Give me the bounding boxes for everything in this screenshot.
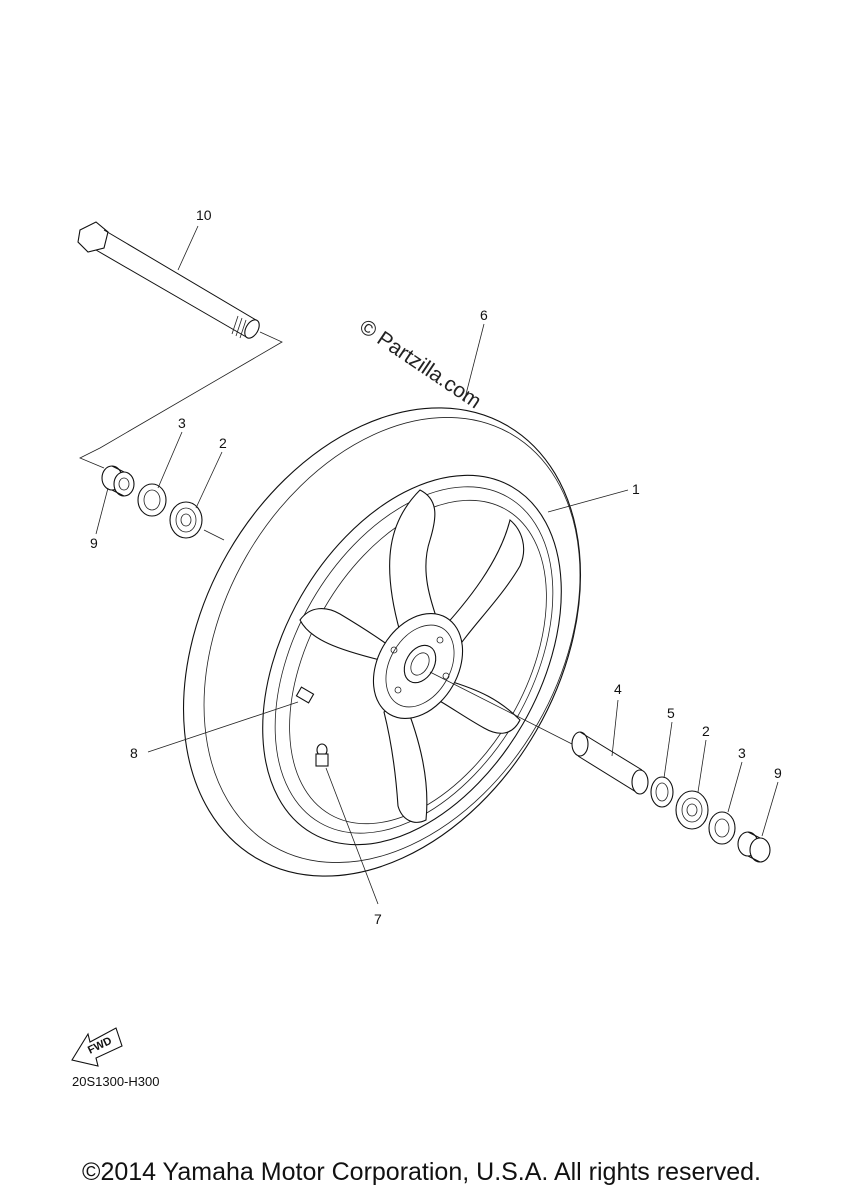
alignment-line: [79, 331, 283, 469]
leader-6: [463, 323, 485, 403]
axis-line-left: [203, 529, 225, 541]
leader-9-right: [761, 781, 779, 837]
axis-line-right: [429, 671, 573, 745]
callout-4: 4: [614, 681, 622, 697]
bearing-left: [169, 501, 203, 539]
callout-2-left: 2: [219, 435, 227, 451]
collar-right: [737, 831, 771, 863]
callout-3-right: 3: [738, 745, 746, 761]
leader-3-left: [157, 431, 183, 489]
oil-seal-right: [650, 776, 674, 808]
axle-shaft: [77, 221, 260, 339]
callout-7: 7: [374, 911, 382, 927]
oil-seal-left: [137, 483, 167, 517]
wheel-spokes: [299, 489, 525, 823]
leader-2-right: [697, 739, 707, 793]
spacer: [571, 731, 649, 795]
callout-1: 1: [632, 481, 640, 497]
callout-10: 10: [196, 207, 212, 223]
fwd-arrow-icon: FWD: [71, 1027, 123, 1067]
leader-7: [325, 767, 379, 905]
leader-2-left: [195, 451, 223, 509]
leader-1: [547, 489, 629, 513]
leader-3-right: [727, 761, 743, 813]
callout-6: 6: [480, 307, 488, 323]
diagram-code: 20S1300-H300: [72, 1074, 159, 1089]
callout-8: 8: [130, 745, 138, 761]
oil-seal-right-2: [708, 811, 736, 845]
callout-9-right: 9: [774, 765, 782, 781]
tire-valve: [315, 743, 329, 767]
callout-5: 5: [667, 705, 675, 721]
callout-3-left: 3: [178, 415, 186, 431]
callout-9-left: 9: [90, 535, 98, 551]
wheel-assembly: [182, 407, 582, 877]
leader-10: [177, 225, 199, 271]
leader-5: [663, 721, 673, 779]
leader-9-left: [95, 487, 109, 535]
leader-8: [147, 701, 299, 753]
watermark: © Partzilla.com: [355, 315, 485, 413]
balance-weight: [295, 686, 315, 704]
leader-4: [611, 699, 619, 757]
callout-2-right: 2: [702, 723, 710, 739]
collar-left: [101, 465, 135, 497]
bearing-right: [675, 790, 709, 830]
copyright-footer: ©2014 Yamaha Motor Corporation, U.S.A. A…: [82, 1158, 761, 1186]
